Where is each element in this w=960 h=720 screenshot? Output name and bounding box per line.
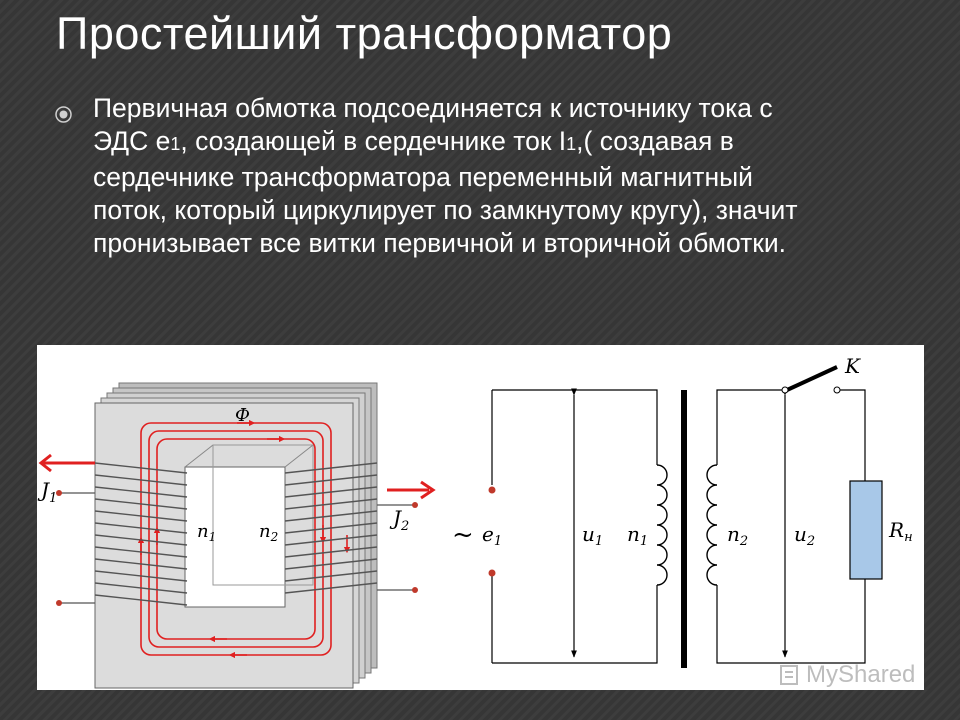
slide-title: Простейший трансформатор bbox=[56, 8, 673, 59]
bullet-text: Первичная обмотка подсоединяется к источ… bbox=[93, 92, 823, 260]
n1-circuit-label: n1 bbox=[627, 522, 648, 549]
core-bar bbox=[681, 390, 687, 668]
e1-label: e1 bbox=[482, 522, 502, 549]
source-symbol: ~ bbox=[452, 520, 474, 550]
transformer-diagram: Ф J1 J2 n1 n2 bbox=[37, 354, 913, 689]
j2-label: J2 bbox=[389, 506, 409, 534]
transformer-core-drawing: Ф J1 J2 n1 n2 bbox=[37, 382, 436, 689]
n1-core-label: n1 bbox=[197, 521, 216, 544]
watermark-logo-icon bbox=[780, 665, 798, 685]
bullet-subscript-e1: 1 bbox=[170, 134, 181, 154]
secondary-winding bbox=[284, 462, 378, 594]
circuit-schematic bbox=[491, 365, 866, 668]
u2-label: u2 bbox=[794, 522, 815, 549]
u1-label: u1 bbox=[582, 522, 603, 549]
n2-core-label: n2 bbox=[259, 521, 278, 544]
bullet-text-part-3: ,( создавая в сердечнике трансформатора … bbox=[93, 126, 798, 258]
k-label: K bbox=[844, 354, 861, 378]
n2-circuit-label: n2 bbox=[727, 522, 748, 549]
switch-k bbox=[786, 365, 838, 392]
bullet-subscript-i1: 1 bbox=[566, 134, 577, 154]
bullet-circle-icon bbox=[55, 106, 72, 123]
primary-winding bbox=[94, 462, 188, 606]
transformer-figure: Ф J1 J2 n1 n2 bbox=[37, 345, 924, 690]
terminal-top bbox=[488, 486, 496, 494]
load-resistor bbox=[849, 480, 883, 580]
flux-label: Ф bbox=[235, 405, 250, 426]
j1-label: J1 bbox=[37, 478, 57, 506]
bullet-text-part-1: Первичная обмотка подсоединяется к источ… bbox=[93, 93, 773, 156]
watermark: MyShared bbox=[778, 660, 928, 690]
bullet-text-part-2: , создающей в сердечнике ток I bbox=[180, 126, 567, 156]
watermark-text: MyShared bbox=[806, 661, 916, 688]
terminal-bottom bbox=[488, 569, 496, 577]
rn-label: Rн bbox=[888, 518, 913, 545]
